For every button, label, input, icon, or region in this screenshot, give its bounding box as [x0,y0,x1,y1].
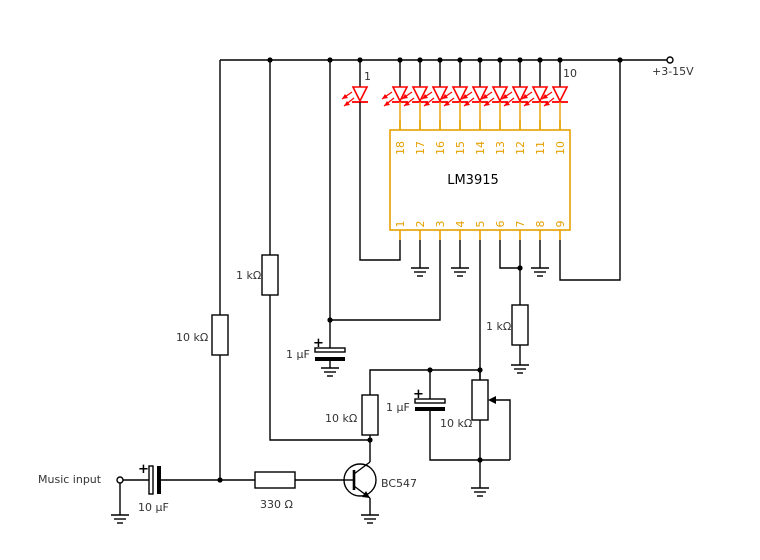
input-capacitor-label: 10 µF [138,501,169,514]
chip-pin-label: 15 [454,141,467,155]
collector-resistor-label: 10 kΩ [325,412,357,425]
led-last-label: 10 [563,67,577,80]
chip-pin-label: 5 [474,221,487,228]
ground-icon [361,514,379,524]
chip-pin-label: 14 [474,141,487,155]
wiper-arrow-icon [488,396,496,404]
supply-rail: +3-15V [219,56,694,315]
chip-pin-label: 13 [494,141,507,155]
chip-pin-label: 7 [514,221,527,228]
potentiometer[interactable]: 10 kΩ [440,370,511,488]
chip-pin-label: 11 [534,141,547,155]
chip-pin-label: 4 [454,221,467,228]
led-icon [541,60,569,130]
music-input-label: Music input [38,473,102,486]
led-icon [401,60,429,130]
chip-pin-label: 18 [394,141,407,155]
chip-top-pins: 18 17 16 15 14 13 12 11 10 [394,120,567,155]
ground-icon [531,267,549,277]
svg-text:+: + [138,462,149,477]
ground-icon [321,367,339,377]
ground-icon [511,364,529,374]
chip-pin-label: 1 [394,221,407,228]
chip-pin-label: 16 [434,141,447,155]
svg-text:+: + [413,387,424,402]
filter-capacitor: + 1 µF [286,60,346,368]
led-icon [481,60,509,130]
ground-icon [411,267,429,277]
base-resistor-label: 330 Ω [260,498,293,511]
chip-pin-label: 3 [434,221,447,228]
input-divider-resistor: 10 kΩ [176,314,229,480]
transistor-bc547: BC547 [343,435,417,515]
potentiometer-label: 10 kΩ [440,417,472,430]
led-icon [521,60,549,130]
led-icon [421,60,449,130]
chip-name: LM3915 [447,173,499,188]
ground-icon [451,267,469,277]
chip-pin-label: 8 [534,221,547,228]
supply-terminal [666,56,674,64]
led-icon [461,60,489,130]
bias-resistor-label: 1 kΩ [236,269,261,282]
chip-pin-label: 12 [514,141,527,155]
supply-label: +3-15V [652,65,694,78]
plus-sign: + [313,336,324,351]
peak-capacitor-label: 1 µF [386,401,410,414]
chip-pin-label: 10 [554,141,567,155]
input-terminal [116,476,124,484]
reference-resistor-label: 1 kΩ [486,320,511,333]
led-icon [381,60,409,130]
led-first-label: 1 [364,70,371,83]
input-divider-label: 10 kΩ [176,331,208,344]
chip-bottom-wiring [330,60,621,380]
ground-icon [111,514,129,524]
chip-pin-label: 2 [414,221,427,228]
led-icon [501,60,529,130]
led-array [341,60,569,130]
transistor-label: BC547 [381,477,417,490]
chip-pin-label: 6 [494,221,507,228]
led-icon [441,60,469,130]
reference-resistor: 1 kΩ [486,304,529,365]
bias-resistor: 1 kΩ [236,60,370,441]
collector-resistor: 10 kΩ [325,367,483,443]
chip-pin-label: 17 [414,141,427,155]
peak-capacitor: + 1 µF [386,370,510,463]
led-icon [341,60,369,107]
ground-icon [471,487,489,497]
filter-capacitor-label: 1 µF [286,348,310,361]
input-section: Music input + 10 µF 330 Ω [38,462,344,515]
chip-pin-label: 9 [554,221,567,228]
